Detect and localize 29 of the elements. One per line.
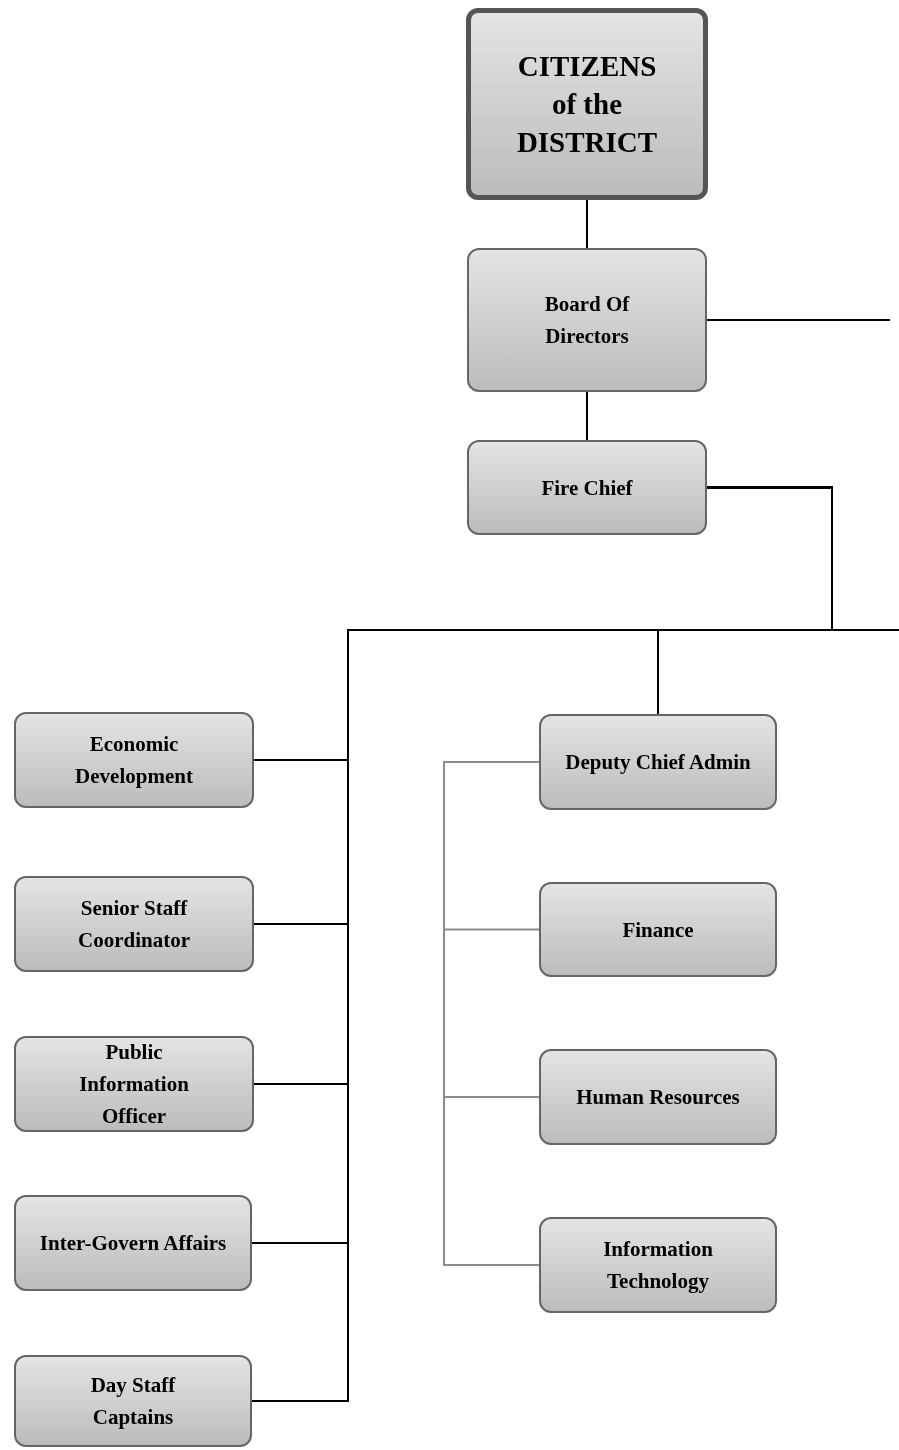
box-label: Inter-Govern Affairs xyxy=(39,1230,227,1257)
org-box xyxy=(14,1355,252,1447)
box-label: Day Staff Captains xyxy=(89,1372,177,1431)
org-box xyxy=(539,1217,777,1313)
box-label: Economic Development xyxy=(74,731,194,790)
box-label: CITIZENS of the DISTRICT xyxy=(515,49,659,160)
org-box xyxy=(14,1036,254,1132)
org-box xyxy=(539,882,777,977)
box-label: Finance xyxy=(622,916,694,944)
box-label: Fire Chief xyxy=(541,474,633,502)
org-box xyxy=(467,248,707,392)
connector-line xyxy=(251,486,833,1402)
box-label: Senior Staff Coordinator xyxy=(77,895,191,954)
box-label: Deputy Chief Admin xyxy=(565,749,751,776)
org-box xyxy=(14,712,254,808)
connector-line xyxy=(443,761,540,1266)
org-box xyxy=(539,1049,777,1145)
box-label: Human Resources xyxy=(576,1084,740,1111)
box-label: Public Information Officer xyxy=(78,1039,190,1130)
org-box xyxy=(539,714,777,810)
connector-line xyxy=(706,319,891,321)
box-label: Information Technology xyxy=(602,1236,714,1295)
org-box xyxy=(466,8,708,200)
connector-line xyxy=(586,391,588,441)
org-box xyxy=(14,1195,252,1291)
box-label: Board Of Directors xyxy=(543,291,631,350)
org-box xyxy=(14,876,254,972)
connector-line xyxy=(586,199,588,249)
org-box xyxy=(467,440,707,535)
